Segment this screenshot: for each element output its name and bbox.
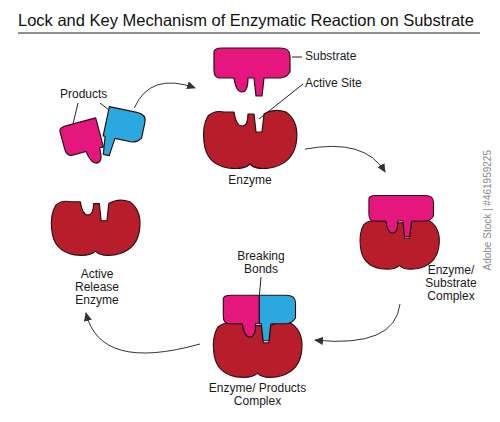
cycle-arrow [315,304,400,341]
callout-label: Products [60,88,107,101]
cycle-arrow [305,146,385,172]
leader-line [292,57,302,58]
callout-label: Active Site [305,77,362,90]
leader-line [73,103,78,124]
cycle-arrow [86,313,200,353]
product-shape [223,295,259,337]
stage-caption: Enzyme/ Products Complex [207,382,308,408]
watermark-text: Adobe Stock | #461959225 [482,150,494,270]
title-underline [18,33,480,34]
enzyme-illustration [195,44,305,190]
product-shape [59,118,107,170]
enzyme-shape [360,220,439,269]
enzyme-stage-node: Enzyme/ Products Complex [200,280,315,408]
enzyme-shape [213,322,302,377]
product-shape [259,295,295,341]
callout-label: Substrate [305,50,356,63]
product-shape [99,107,146,162]
substrate-shape [214,48,290,96]
stage-caption: Enzyme/ Substrate Complex [422,264,480,303]
stage-caption: Active Release Enzyme [62,268,132,307]
cycle-arrow [134,83,195,108]
enzyme-stage-node: Active Release Enzyme [40,108,155,313]
callout-label: Breaking Bonds [231,250,291,276]
enzyme-shape [51,200,140,255]
enzyme-shape [204,110,297,168]
enzyme-stage-node: Enzyme/ Substrate Complex [355,172,480,304]
substrate-shape [369,196,434,237]
enzyme-stage-node: Enzyme [195,44,305,190]
diagram-title: Lock and Key Mechanism of Enzymatic Reac… [18,11,474,30]
stage-caption: Enzyme [195,174,305,187]
